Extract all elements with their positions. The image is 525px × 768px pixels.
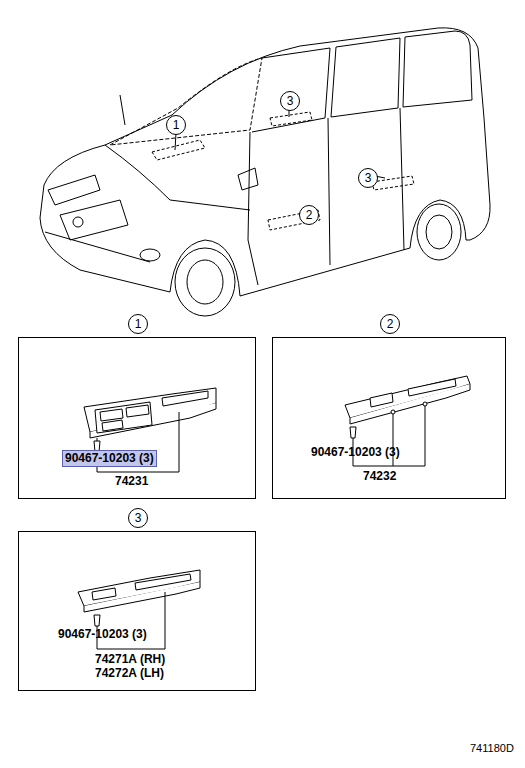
part-number: 90467-10203 (3) <box>58 627 147 641</box>
callout-number: 1 <box>166 115 186 135</box>
switch-bezel-74232 <box>345 376 470 438</box>
part-number: 74231 <box>115 474 148 488</box>
part-number: 90467-10203 (3) <box>65 451 154 465</box>
highlighted-part-number: 90467-10203 (3) <box>62 450 157 467</box>
panel-heading-number: 3 <box>128 508 148 528</box>
part-number: 74232 <box>363 469 396 483</box>
callout-number: 3 <box>358 168 378 188</box>
part-number: 74272A (LH) <box>95 666 164 680</box>
vehicle-outline <box>40 28 490 316</box>
panel-heading-number: 1 <box>128 314 148 334</box>
diagram-code: 741180D <box>470 741 514 755</box>
switch-bezel-74231 <box>84 388 216 452</box>
callout-number: 3 <box>280 91 300 111</box>
leader-lines <box>175 109 385 222</box>
callout-number: 2 <box>299 205 319 225</box>
panel-heading-number: 2 <box>380 314 400 334</box>
part-number: 74271A (RH) <box>95 652 165 666</box>
part-number: 90467-10203 (3) <box>311 445 400 459</box>
switch-bezel-74271A <box>78 570 200 626</box>
